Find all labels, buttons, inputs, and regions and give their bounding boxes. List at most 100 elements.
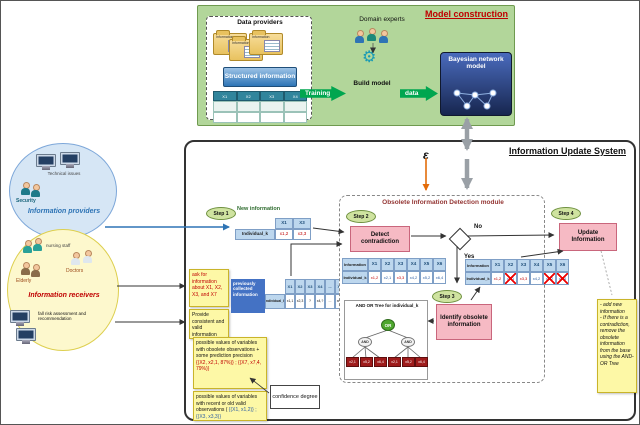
folder-label: Information <box>232 41 250 45</box>
new-information-label: New information <box>237 206 281 212</box>
doctors-label: Doctors <box>66 268 84 274</box>
person-icon <box>354 30 364 43</box>
table-cell <box>213 101 237 112</box>
and-or-tree-box: AND OR Tree for individual_k OR AND AND … <box>344 300 428 380</box>
bayesian-network-graph <box>453 89 497 110</box>
column-header: X3 <box>293 218 311 229</box>
column-header: X1 <box>213 91 237 101</box>
training-arrow: Training <box>300 86 346 101</box>
cell-value: x1,2 <box>368 271 381 284</box>
new-information-table: X1 X3 Individual_k x1,2 x3,3 <box>235 218 311 240</box>
tree-leaf: x5,2 <box>402 357 415 367</box>
table-cell <box>260 112 284 123</box>
folder-mini-table <box>264 40 280 52</box>
cell-value: ? <box>305 294 315 309</box>
tree-root-node: OR <box>381 319 395 331</box>
column-header: X4 <box>407 258 420 271</box>
column-header: X1 <box>491 259 504 272</box>
table-cell <box>236 112 260 123</box>
previously-collected-table: previously collected information X1 X2 X… <box>231 279 345 313</box>
row-label: Individual_k <box>265 294 285 309</box>
person-icon <box>82 250 92 263</box>
technical-issues-label: Technical issues <box>47 171 81 176</box>
update-rules-note: - add new information - If there is a co… <box>597 299 637 393</box>
confidence-degree-box: confidence degree <box>270 385 320 409</box>
obsolete-detection-module-title: Obsolete Information Detection module <box>382 199 504 206</box>
cell-value: x2,1 <box>381 271 394 284</box>
no-label: No <box>474 224 482 230</box>
column-header: X2 <box>381 258 394 271</box>
column-header: X4 <box>530 259 543 272</box>
cell-value: x2,3 <box>295 294 305 309</box>
column-header: X2 <box>504 259 517 272</box>
provide-information-note: Provide consistent and valid information <box>189 309 229 339</box>
tree-and-node: AND <box>401 337 415 347</box>
tree-leaf: x6,4 <box>374 357 387 367</box>
cell-value: x3,3 <box>517 272 530 285</box>
column-header: X3 <box>305 279 315 294</box>
information-update-system-title: Information Update System <box>508 146 626 156</box>
step1-badge: Step 1 <box>206 207 236 220</box>
column-header: X1 <box>368 258 381 271</box>
step3-badge: Step 3 <box>432 290 462 303</box>
fall-risk-label: fall risk assessment and recommendation <box>38 311 87 321</box>
cell-value-crossed: x6,4 <box>556 272 569 285</box>
structured-information-box: Structured information <box>223 67 297 87</box>
table-cell <box>283 112 307 123</box>
row-label: Individual_k <box>465 272 491 285</box>
valid-values-note: possible values of variables with recent… <box>193 391 267 421</box>
contradiction-decision-diamond <box>448 227 472 251</box>
valid-values-text: possible values of variables with recent… <box>196 394 258 413</box>
corner-label: Information <box>465 259 491 272</box>
build-model-label: Build model <box>353 80 391 87</box>
data-providers-title: Data providers <box>237 19 283 26</box>
cell-value: x3,3 <box>394 271 407 284</box>
update-information-box: Update Information <box>559 223 617 251</box>
obsolete-values-note: possible values of variables with obsole… <box>193 337 267 389</box>
model-construction-panel: Model construction Data providers Inform… <box>197 5 515 126</box>
cell-value: x6,4 <box>433 271 446 284</box>
column-header: X5 <box>420 258 433 271</box>
column-header: X5 <box>543 259 556 272</box>
information-update-system-panel: Information Update System ε Step 1 New i… <box>184 140 637 421</box>
cell-value: x5,2 <box>420 271 433 284</box>
person-icon <box>20 262 30 275</box>
tree-leaf: x2,1 <box>388 357 401 367</box>
step4-badge: Step 4 <box>551 207 581 220</box>
epsilon-symbol: ε <box>423 148 429 162</box>
person-icon <box>366 28 376 41</box>
person-icon <box>30 184 40 197</box>
table-cell <box>260 101 284 112</box>
person-icon <box>30 264 40 277</box>
cell-value-crossed: x2,1 <box>504 272 517 285</box>
valid-values-tuples: {(X1, x1,2)} ; {(X3, x3,3)} <box>196 407 257 420</box>
update-rules-line2: - If there is a contradiction, remove th… <box>600 315 634 367</box>
bayesian-network-box: Bayesian network model <box>440 52 512 116</box>
column-header: X3 <box>517 259 530 272</box>
information-providers-ellipse: Technical issues Security Information pr… <box>9 143 117 239</box>
column-header: X3 <box>394 258 407 271</box>
table-cell <box>213 112 237 123</box>
tree-edges <box>351 329 422 359</box>
column-header: X6 <box>433 258 446 271</box>
column-header: X6 <box>556 259 569 272</box>
column-header: X4 <box>315 279 325 294</box>
person-icon <box>32 238 42 251</box>
row-label: Individual_k <box>235 229 275 240</box>
cell-value: x4,? <box>315 294 325 309</box>
information-receivers-title: Information receivers <box>28 292 100 299</box>
and-or-tree-title: AND OR Tree for individual_k <box>355 303 419 308</box>
step2-badge: Step 2 <box>346 210 376 223</box>
tree-leaf: x6,4 <box>415 357 428 367</box>
model-construction-title: Model construction <box>425 9 508 19</box>
contradiction-table: Information X1 X2 X3 X4 X5 X6 Individual… <box>342 258 446 284</box>
column-header: X1 <box>275 218 293 229</box>
person-icon <box>20 182 30 195</box>
column-header: X2 <box>236 91 260 101</box>
elderly-label: Elderly <box>16 278 32 284</box>
bayesian-network-label: Bayesian network model <box>448 56 504 71</box>
table-cell <box>236 101 260 112</box>
previously-collected-label: previously collected information <box>231 279 265 313</box>
information-receivers-ellipse: nursing staff Doctors Elderly Informatio… <box>7 229 119 351</box>
person-icon <box>378 30 388 43</box>
